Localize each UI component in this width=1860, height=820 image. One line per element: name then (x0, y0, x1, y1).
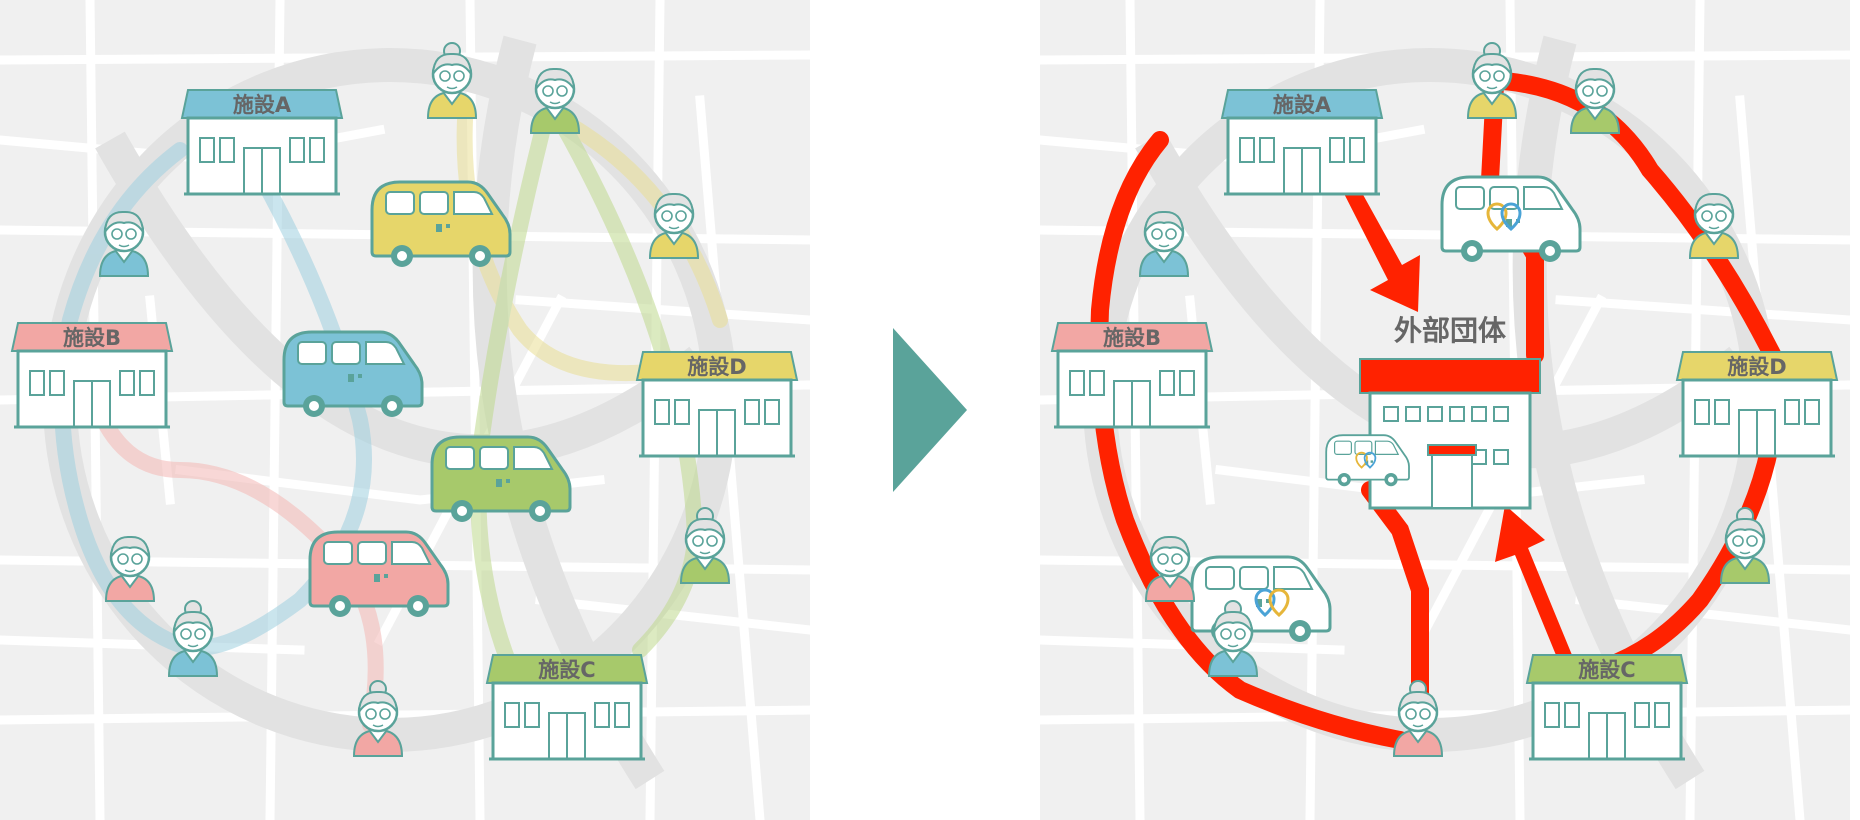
after-facility-b-label: 施設B (1103, 326, 1161, 350)
after-panel: 外部団体 施設A 施設B 施設C (1040, 0, 1850, 820)
shared-van-bottom (1190, 555, 1332, 644)
after-facility-c-label: 施設C (1578, 658, 1635, 682)
facility-c: 施設C (485, 654, 649, 761)
van-blue (282, 330, 424, 419)
hub-building: 外部団体 (1359, 314, 1541, 510)
facility-b-label: 施設B (63, 326, 121, 350)
route-red (87, 392, 384, 733)
hub-arrows (1332, 164, 1572, 660)
facility-a-label: 施設A (233, 93, 292, 117)
location-pin-smile-icon (1355, 451, 1377, 469)
route-ring-left (1090, 131, 1409, 749)
facility-d-label: 施設D (687, 355, 746, 379)
after-facility-c: 施設C (1525, 654, 1689, 761)
van-green (430, 435, 572, 524)
van-yellow (370, 180, 512, 269)
facility-c-label: 施設C (538, 658, 595, 682)
route-hub-down (1361, 481, 1429, 729)
arrow-a-to-hub (1332, 164, 1420, 312)
after-facility-a: 施設A (1220, 89, 1384, 196)
shared-van-small (1325, 434, 1410, 488)
after-facility-d-label: 施設D (1727, 355, 1786, 379)
shared-van-top (1440, 175, 1582, 264)
after-facility-a-label: 施設A (1273, 93, 1332, 117)
after-facility-b: 施設B (1050, 322, 1214, 429)
van-red (308, 530, 450, 619)
facility-b: 施設B (10, 322, 174, 429)
hub-label: 外部団体 (1394, 314, 1507, 347)
arrow-c-to-hub (1495, 505, 1572, 660)
after-facility-d: 施設D (1675, 351, 1839, 458)
arrow-right-icon (893, 328, 967, 492)
location-pin-smile-icon (1254, 588, 1290, 618)
route-green-2 (552, 112, 704, 658)
before-panel: 施設A 施設B 施設C 施設D (0, 0, 810, 820)
facility-d: 施設D (635, 351, 799, 458)
facility-a: 施設A (180, 89, 344, 196)
location-pin-smile-icon (1486, 202, 1522, 232)
